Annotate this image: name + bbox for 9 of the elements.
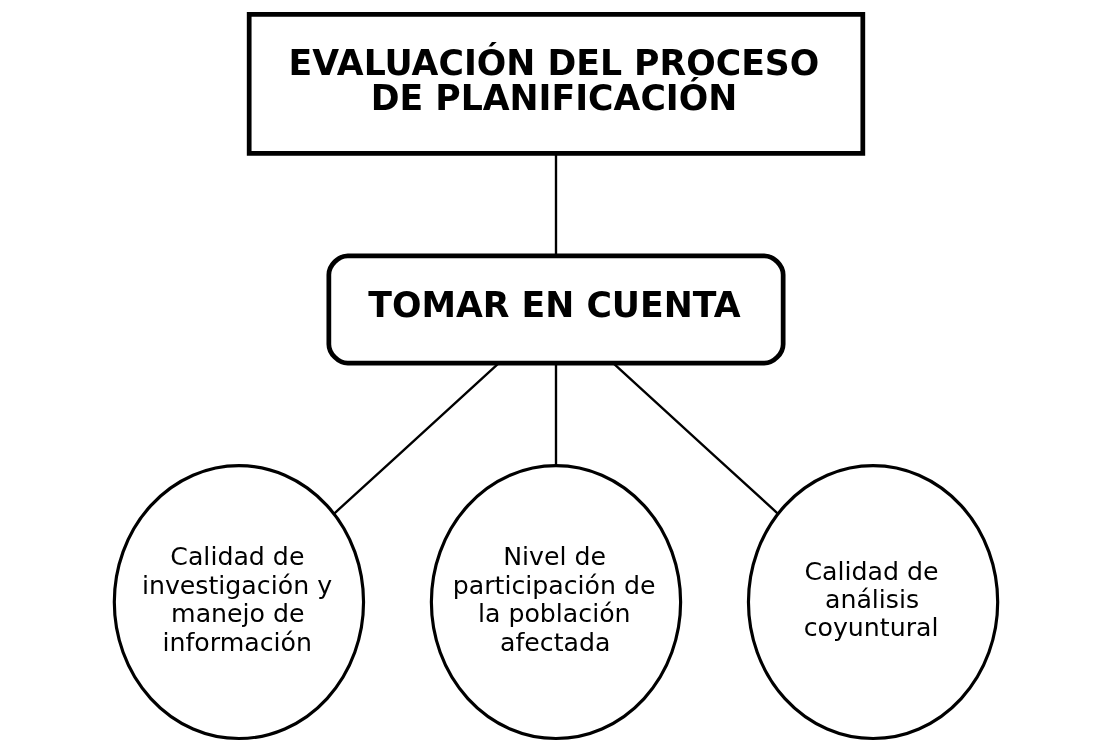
connector [333, 362, 499, 515]
connector [554, 153, 557, 256]
node-circle: Nivel de participación de la población afectada [429, 464, 682, 741]
connector [554, 363, 557, 466]
node-box: TOMAR EN CUENTA [326, 253, 785, 366]
connector [612, 362, 778, 515]
node-circle: Calidad de investigación y manejo de información [112, 464, 365, 741]
node-box: EVALUACIÓN DEL PROCESO DE PLANIFICACIÓN [246, 12, 865, 156]
node-circle: Calidad de análisis coyuntural [746, 464, 999, 741]
